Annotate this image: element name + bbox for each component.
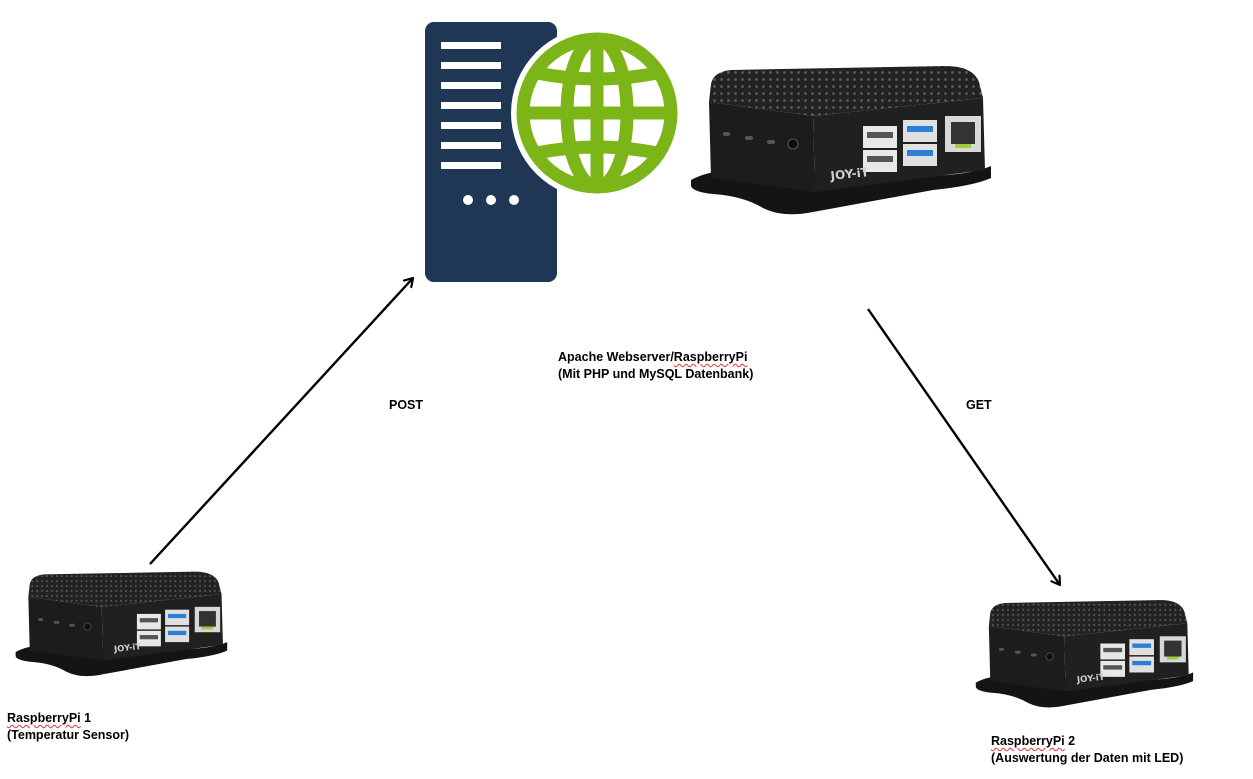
pi1-label-suffix: 1 [80,711,92,725]
raspberry-pi-1-device [15,571,228,677]
pi2-label: RaspberryPi 2 (Auswertung der Daten mit … [991,733,1183,767]
post-label: POST [389,398,424,412]
globe-icon [511,27,683,199]
pi1-label-name: RaspberryPi [7,711,81,725]
pi2-label-desc: (Auswertung der Daten mit LED) [991,751,1184,765]
raspberry-pi-2-device [975,599,1194,708]
server-label-prefix: Apache Webserver/ [558,350,674,364]
get-arrow [867,308,1060,585]
pi2-label-suffix: 2 [1064,734,1076,748]
post-arrow [149,278,413,565]
pi1-label: RaspberryPi 1 (Temperatur Sensor) [7,710,129,744]
pi2-label-name: RaspberryPi [991,734,1065,748]
pi1-label-desc: (Temperatur Sensor) [7,728,130,742]
raspberry-pi-server-device [690,65,992,215]
server-label: Apache Webserver/RaspberryPi (Mit PHP un… [558,349,753,383]
server-label-name: RaspberryPi [673,350,748,364]
get-label: GET [966,398,992,412]
server-label-desc: (Mit PHP und MySQL Datenbank) [558,367,754,381]
